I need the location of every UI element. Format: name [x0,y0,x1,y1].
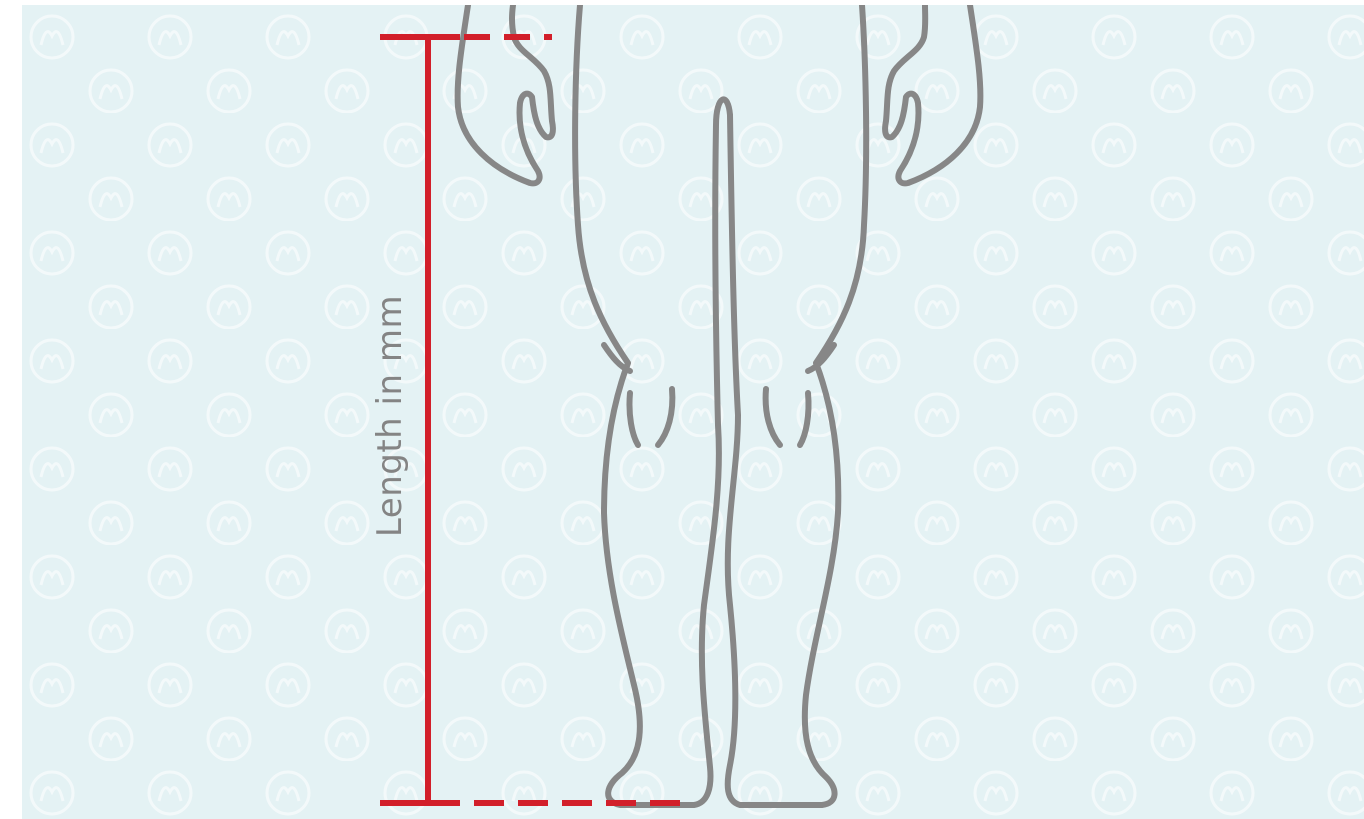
right-leg-outline [728,5,866,805]
left-knee-mark-1 [629,393,638,445]
right-knee-mark-2 [800,393,809,445]
right-knee-mark-1 [766,389,780,445]
right-thigh-crease [808,345,834,371]
body-outline [458,5,981,805]
length-measurement [380,37,690,803]
left-arm-outline [458,5,553,183]
left-leg-outline [575,5,730,805]
right-arm-outline [885,5,980,183]
body-figure-diagram [22,5,1364,819]
diagram-canvas: Length in mm [22,5,1364,819]
left-knee-mark-2 [658,389,672,445]
measurement-label: Length in mm [368,266,412,566]
